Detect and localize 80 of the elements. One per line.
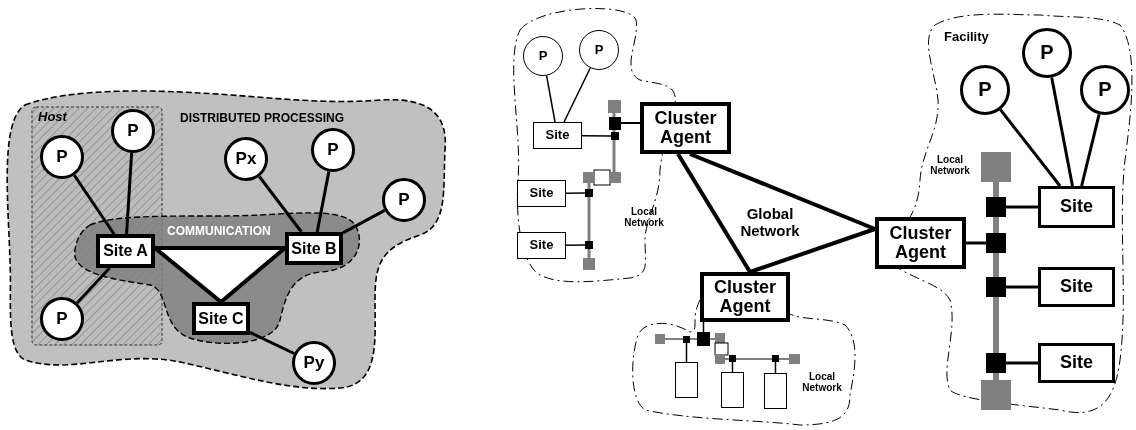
site-box [1038, 267, 1115, 307]
site-box [675, 362, 698, 398]
network-label: Local Network [624, 206, 664, 228]
region-label: COMMUNICATION [167, 225, 271, 239]
node-label: P [538, 49, 548, 63]
connector-line [75, 266, 111, 304]
node-label: P [978, 79, 992, 101]
connector-line [620, 122, 641, 124]
region-label: DISTRIBUTED PROCESSING [180, 112, 344, 126]
connector-line [155, 246, 285, 250]
site-box [517, 232, 566, 259]
site-box [96, 234, 155, 268]
site-box [517, 180, 566, 207]
node-label: Site B [291, 239, 337, 258]
node-label: Cluster Agent [713, 277, 777, 317]
connector-line [342, 209, 386, 235]
connector-line [689, 152, 876, 231]
connector-line [565, 244, 586, 246]
process-circle [1022, 28, 1072, 78]
connector-line [749, 227, 876, 274]
connector-line [1006, 285, 1038, 289]
process-circle [960, 65, 1010, 115]
node-label: P [594, 43, 604, 57]
network-bus-drawing [580, 100, 622, 270]
connector-line [73, 174, 116, 235]
connector-line [1006, 205, 1038, 209]
region-label: Facility [944, 30, 989, 45]
connector-line [1080, 113, 1101, 187]
network-label: Local Network [929, 154, 971, 176]
connector-line [315, 171, 331, 233]
node-label: Site A [103, 242, 148, 260]
agent-box [640, 102, 731, 154]
process-circle [579, 30, 619, 70]
node-label: P [1040, 42, 1054, 64]
connector-line [1006, 361, 1038, 365]
agent-box [700, 272, 790, 322]
connector-line [1050, 77, 1074, 187]
site-box [192, 302, 250, 335]
node-label: P [1098, 79, 1112, 101]
connector-line [685, 342, 688, 363]
connector-line [676, 152, 752, 274]
region-label: Host [38, 110, 67, 125]
node-label: Site [1060, 277, 1093, 297]
node-label: Site [1060, 353, 1093, 373]
node-label: Py [303, 353, 325, 373]
site-box [285, 232, 343, 265]
connector-line [258, 175, 303, 233]
connector-line [545, 74, 556, 123]
site-box [764, 373, 787, 409]
connector-line [565, 192, 586, 194]
network-bus-drawing [655, 330, 800, 365]
region-label: Global Network [739, 206, 801, 239]
node-label: Px [235, 149, 257, 169]
connector-line [966, 241, 986, 245]
node-label: P [327, 140, 339, 160]
node-label: Site [529, 186, 554, 201]
node-label: Site [545, 128, 570, 143]
node-label: Site [1060, 197, 1093, 217]
node-label: Site C [198, 309, 244, 328]
connector-line [249, 331, 295, 355]
node-label: P [398, 190, 410, 210]
connector-line [581, 135, 612, 137]
site-box [1038, 186, 1115, 228]
connector-line [999, 108, 1062, 187]
node-label: Cluster Agent [888, 223, 953, 263]
agent-box [875, 217, 966, 269]
node-label: Site [529, 238, 554, 253]
network-label: Local Network [801, 371, 843, 393]
node-label: P [127, 121, 139, 141]
site-box [533, 122, 582, 149]
node-label: P [56, 309, 68, 329]
process-circle [1080, 65, 1130, 115]
node-label: Cluster Agent [653, 108, 718, 148]
process-circle [523, 36, 563, 76]
site-box [1038, 343, 1115, 383]
connector-line [563, 67, 591, 123]
node-label: P [56, 147, 68, 167]
site-box [721, 372, 744, 408]
connector-line [125, 152, 134, 235]
network-bus-drawing [981, 152, 1011, 410]
